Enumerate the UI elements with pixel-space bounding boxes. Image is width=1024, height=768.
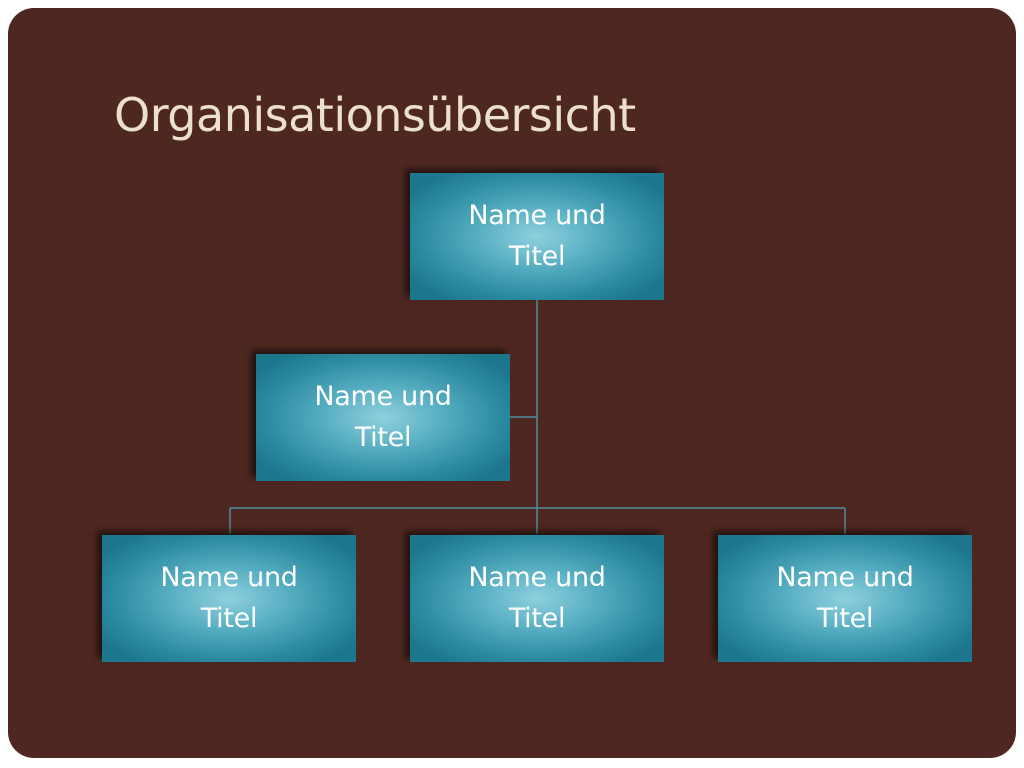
org-node-label: Name und Titel [776, 562, 914, 634]
org-node-label: Name und Titel [468, 200, 606, 272]
org-node-subordinate-2[interactable]: Name und Titel [410, 535, 664, 662]
org-node-top[interactable]: Name und Titel [410, 173, 664, 300]
org-node-subordinate-1[interactable]: Name und Titel [102, 535, 356, 662]
org-node-label: Name und Titel [468, 562, 606, 634]
org-node-label: Name und Titel [314, 381, 452, 453]
org-connectors [229, 300, 846, 534]
org-node-label: Name und Titel [160, 562, 298, 634]
org-node-subordinate-3[interactable]: Name und Titel [718, 535, 972, 662]
org-node-assistant[interactable]: Name und Titel [256, 354, 510, 481]
slide-title: Organisationsübersicht [114, 88, 636, 142]
slide: Organisationsübersicht Name und Titel Na… [8, 8, 1016, 758]
